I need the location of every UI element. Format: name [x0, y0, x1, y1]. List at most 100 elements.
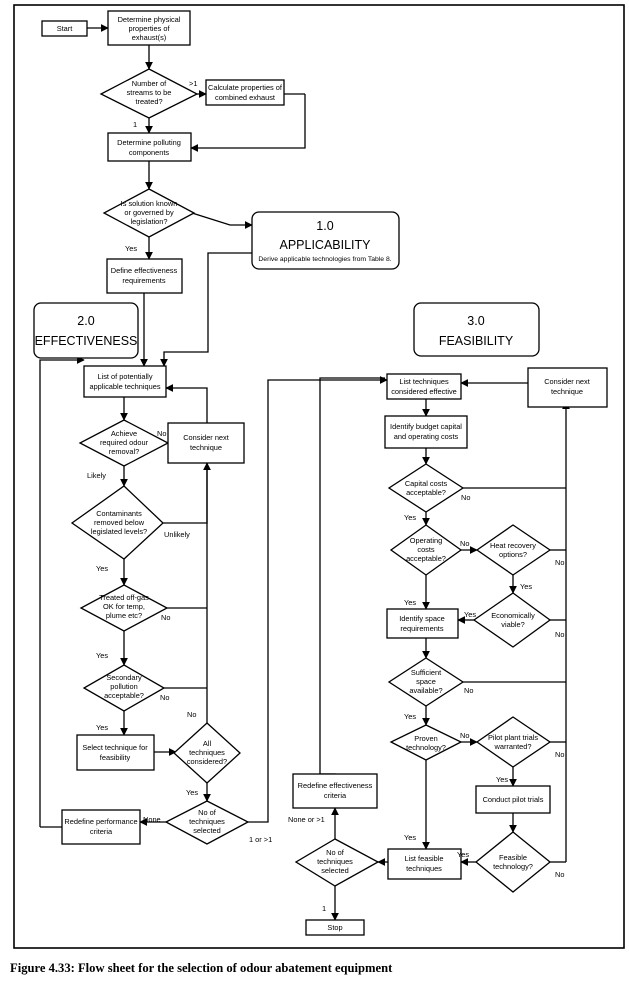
conduct-pilot-box: Conduct pilot trials — [475, 785, 551, 814]
treated-offgas-decision: Treated off-gas OK for temp, plume etc? — [79, 584, 169, 632]
applicability-subtitle: Derive applicable technologies from Tabl… — [258, 256, 391, 263]
label-yes-feasible: Yes — [457, 850, 469, 859]
label-no-heat: No — [555, 558, 564, 567]
redefine-effectiveness-line-1: Redefine effectiveness — [298, 781, 373, 790]
determine-polluting-line-2: components — [129, 148, 170, 157]
consider-next-right-line-1: Consider next — [544, 377, 590, 386]
label-no-operating: No — [460, 539, 469, 548]
label-yes-econ: Yes — [464, 610, 476, 619]
label-no-proven: No — [460, 731, 469, 740]
pilot-warranted-line-2: warranted? — [494, 742, 532, 751]
proven-technology-decision: Proven technology? — [389, 724, 463, 761]
list-effective-line-1: List techniques — [399, 377, 449, 386]
define-effectiveness-box: Define effectiveness requirements — [106, 258, 183, 294]
label-no-feasible: No — [555, 870, 564, 879]
all-considered-line-1: All — [203, 739, 212, 748]
solution-known-decision: Is solution known or governed by legisla… — [102, 188, 196, 238]
identify-budget-line-2: and operating costs — [394, 432, 459, 441]
stop-node: Stop — [305, 919, 365, 936]
list-feasible-box: List feasible techniques — [387, 848, 462, 880]
heat-recovery-line-2: options? — [499, 550, 527, 559]
heat-recovery-decision: Heat recovery options? — [475, 524, 552, 576]
label-yes-operating: Yes — [404, 598, 416, 607]
achieve-odour-line-1: Achieve — [111, 429, 137, 438]
label-one-or-more: 1 or >1 — [249, 835, 272, 844]
number-streams-line-3: treated? — [135, 97, 162, 106]
contaminants-decision: Contaminants removed below legislated le… — [70, 485, 164, 560]
redefine-performance-box: Redefine performance criteria — [61, 809, 141, 845]
economically-viable-decision: Economically viable? — [472, 592, 552, 648]
list-effective-line-2: considered effective — [391, 387, 457, 396]
secondary-pollution-line-2: pollution — [110, 682, 138, 691]
redefine-effectiveness-box: Redefine effectiveness criteria — [292, 773, 378, 809]
label-yes-treated: Yes — [96, 651, 108, 660]
contaminants-line-1: Contaminants — [96, 509, 142, 518]
list-effective-box: List techniques considered effective — [386, 373, 462, 400]
identify-space-line-2: requirements — [400, 624, 443, 633]
treated-offgas-line-2: OK for temp, — [103, 602, 145, 611]
effectiveness-title: EFFECTIVENESS — [35, 334, 138, 348]
no-techniques-left-line-2: techniques — [189, 817, 225, 826]
label-none-or-more: None or >1 — [288, 815, 325, 824]
number-streams-line-1: Number of — [132, 79, 167, 88]
effectiveness-section: 2.0 EFFECTIVENESS — [33, 302, 139, 359]
start-label: Start — [57, 24, 73, 33]
feasibility-title: FEASIBILITY — [439, 334, 514, 348]
label-yes-proven: Yes — [404, 833, 416, 842]
no-techniques-left-line-3: selected — [193, 826, 221, 835]
consider-next-right-line-2: technique — [551, 387, 583, 396]
label-yes-pilot: Yes — [496, 775, 508, 784]
redefine-effectiveness-line-2: criteria — [324, 791, 347, 800]
select-technique-line-1: Select technique for — [82, 743, 148, 752]
determine-physical-line-1: Determine physical — [118, 15, 181, 24]
secondary-pollution-line-3: acceptable? — [104, 691, 144, 700]
capital-costs-decision: Capital costs acceptable? — [387, 463, 465, 513]
contaminants-line-2: removed below — [94, 518, 145, 527]
label-no-achieve: No — [157, 429, 166, 438]
determine-polluting-box: Determine polluting components — [107, 132, 192, 162]
sufficient-space-line-1: Sufficient — [411, 668, 441, 677]
achieve-odour-line-2: required odour — [100, 438, 149, 447]
all-considered-line-2: techniques — [189, 748, 225, 757]
all-considered-decision: All techniques considered? — [173, 722, 241, 784]
no-techniques-right-line-3: selected — [321, 866, 349, 875]
number-streams-line-2: streams to be — [127, 88, 172, 97]
label-yes-capital: Yes — [404, 513, 416, 522]
label-no-treated: No — [161, 613, 170, 622]
label-none: None — [143, 815, 161, 824]
label-yes-all: Yes — [186, 788, 198, 797]
pilot-warranted-line-1: Pilot plant trials — [488, 733, 538, 742]
feasible-technology-decision: Feasible technology? — [474, 831, 552, 893]
treated-offgas-line-1: Treated off-gas — [99, 593, 149, 602]
calc-combined-line-1: Calculate properties of — [208, 83, 283, 92]
achieve-odour-line-3: removal? — [109, 447, 139, 456]
label-one-stop: 1 — [322, 904, 326, 913]
operating-costs-decision: Operating costs acceptable? — [389, 524, 463, 576]
list-feasible-line-2: techniques — [406, 864, 442, 873]
identify-space-box: Identify space requirements — [386, 608, 459, 639]
pilot-warranted-decision: Pilot plant trials warranted? — [475, 716, 552, 768]
label-no-secondary: No — [160, 693, 169, 702]
label-no-all: No — [187, 710, 196, 719]
determine-physical-line-3: exhaust(s) — [132, 33, 167, 42]
figure-border — [13, 4, 625, 949]
secondary-pollution-line-1: Secondary — [106, 673, 142, 682]
feasibility-number: 3.0 — [467, 314, 484, 328]
number-streams-decision: Number of streams to be treated? — [99, 68, 199, 119]
calc-combined-line-2: combined exhaust — [215, 93, 275, 102]
operating-costs-line-2: costs — [417, 545, 435, 554]
all-considered-line-3: considered? — [187, 757, 227, 766]
operating-costs-line-3: acceptable? — [406, 554, 446, 563]
consider-next-right-box: Consider next technique — [527, 367, 608, 408]
proven-technology-line-1: Proven — [414, 734, 437, 743]
list-feasible-line-1: List feasible — [404, 854, 443, 863]
heat-recovery-line-1: Heat recovery — [490, 541, 536, 550]
consider-next-left-box: Consider next technique — [167, 422, 245, 464]
applicability-number: 1.0 — [316, 219, 333, 233]
redefine-performance-line-2: criteria — [90, 827, 113, 836]
define-effectiveness-line-1: Define effectiveness — [111, 266, 178, 275]
label-likely: Likely — [87, 471, 106, 480]
no-techniques-right-line-1: No of — [326, 848, 345, 857]
